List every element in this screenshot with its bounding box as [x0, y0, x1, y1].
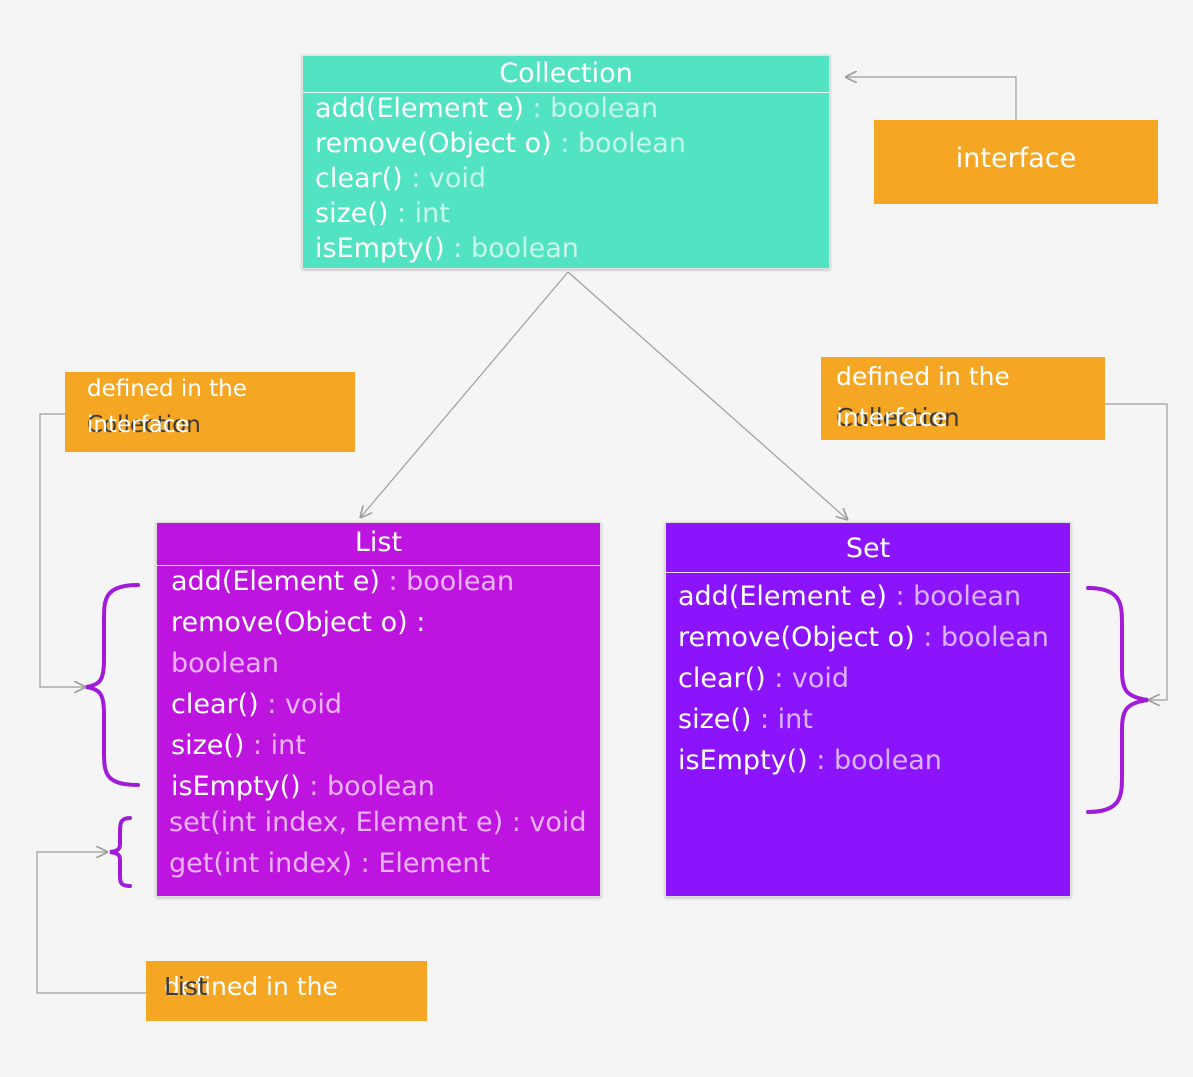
list-method-isempty: isEmpty() : boolean — [171, 771, 435, 802]
collection-title-separator — [303, 92, 829, 93]
list-inherited-brace — [85, 583, 140, 787]
edge-collection-set — [567, 271, 848, 520]
list-method-remove-type: boolean — [171, 648, 279, 679]
set-method-remove: remove(Object o) : boolean — [678, 622, 1049, 653]
list-own-pointer — [36, 852, 146, 994]
list-interface-box: List add(Element e) : boolean remove(Obj… — [156, 522, 601, 897]
list-method-get: get(int index) : Element — [169, 848, 491, 879]
note-set-inherited-line1: defined in the — [836, 362, 1010, 391]
collection-interface-box: Collection add(Element e) : boolean remo… — [302, 55, 830, 269]
collection-title: Collection — [499, 58, 633, 89]
set-method-clear: clear() : void — [678, 663, 850, 694]
set-method-size: size() : int — [678, 704, 813, 735]
list-inherited-pointer — [39, 413, 86, 687]
set-method-add: add(Element e) : boolean — [678, 581, 1022, 612]
list-method-remove: remove(Object o) : — [171, 607, 426, 638]
collection-method-clear: clear() : void — [315, 163, 487, 194]
list-method-set: set(int index, Element e) : void — [169, 807, 587, 838]
list-title-separator — [157, 565, 600, 566]
note-list-inherited-line1: defined in the — [87, 376, 247, 402]
set-title-separator — [666, 572, 1070, 573]
list-title: List — [354, 527, 403, 558]
note-set-inherited: defined in the Collection interface — [821, 357, 1105, 440]
collection-method-isempty: isEmpty() : boolean — [315, 233, 579, 264]
note-list-own: defined in the List — [146, 961, 427, 1021]
interface-pointer — [845, 77, 1017, 120]
edge-collection-list — [360, 271, 569, 518]
list-own-brace — [109, 816, 132, 888]
set-interface-box: Set add(Element e) : boolean remove(Obje… — [665, 522, 1071, 897]
note-interface: interface — [874, 120, 1158, 204]
list-method-clear: clear() : void — [171, 689, 343, 720]
collection-method-add: add(Element e) : boolean — [315, 93, 659, 124]
set-brace — [1086, 586, 1149, 814]
list-method-size: size() : int — [171, 730, 306, 761]
collection-method-remove: remove(Object o) : boolean — [315, 128, 686, 159]
list-method-add: add(Element e) : boolean — [171, 566, 515, 597]
collection-method-size: size() : int — [315, 198, 450, 229]
note-list-inherited: defined in the Collection interface — [65, 372, 355, 452]
note-interface-text: interface — [955, 143, 1077, 174]
set-method-isempty: isEmpty() : boolean — [678, 745, 942, 776]
set-title: Set — [845, 533, 891, 564]
set-inherited-pointer — [1105, 403, 1168, 700]
